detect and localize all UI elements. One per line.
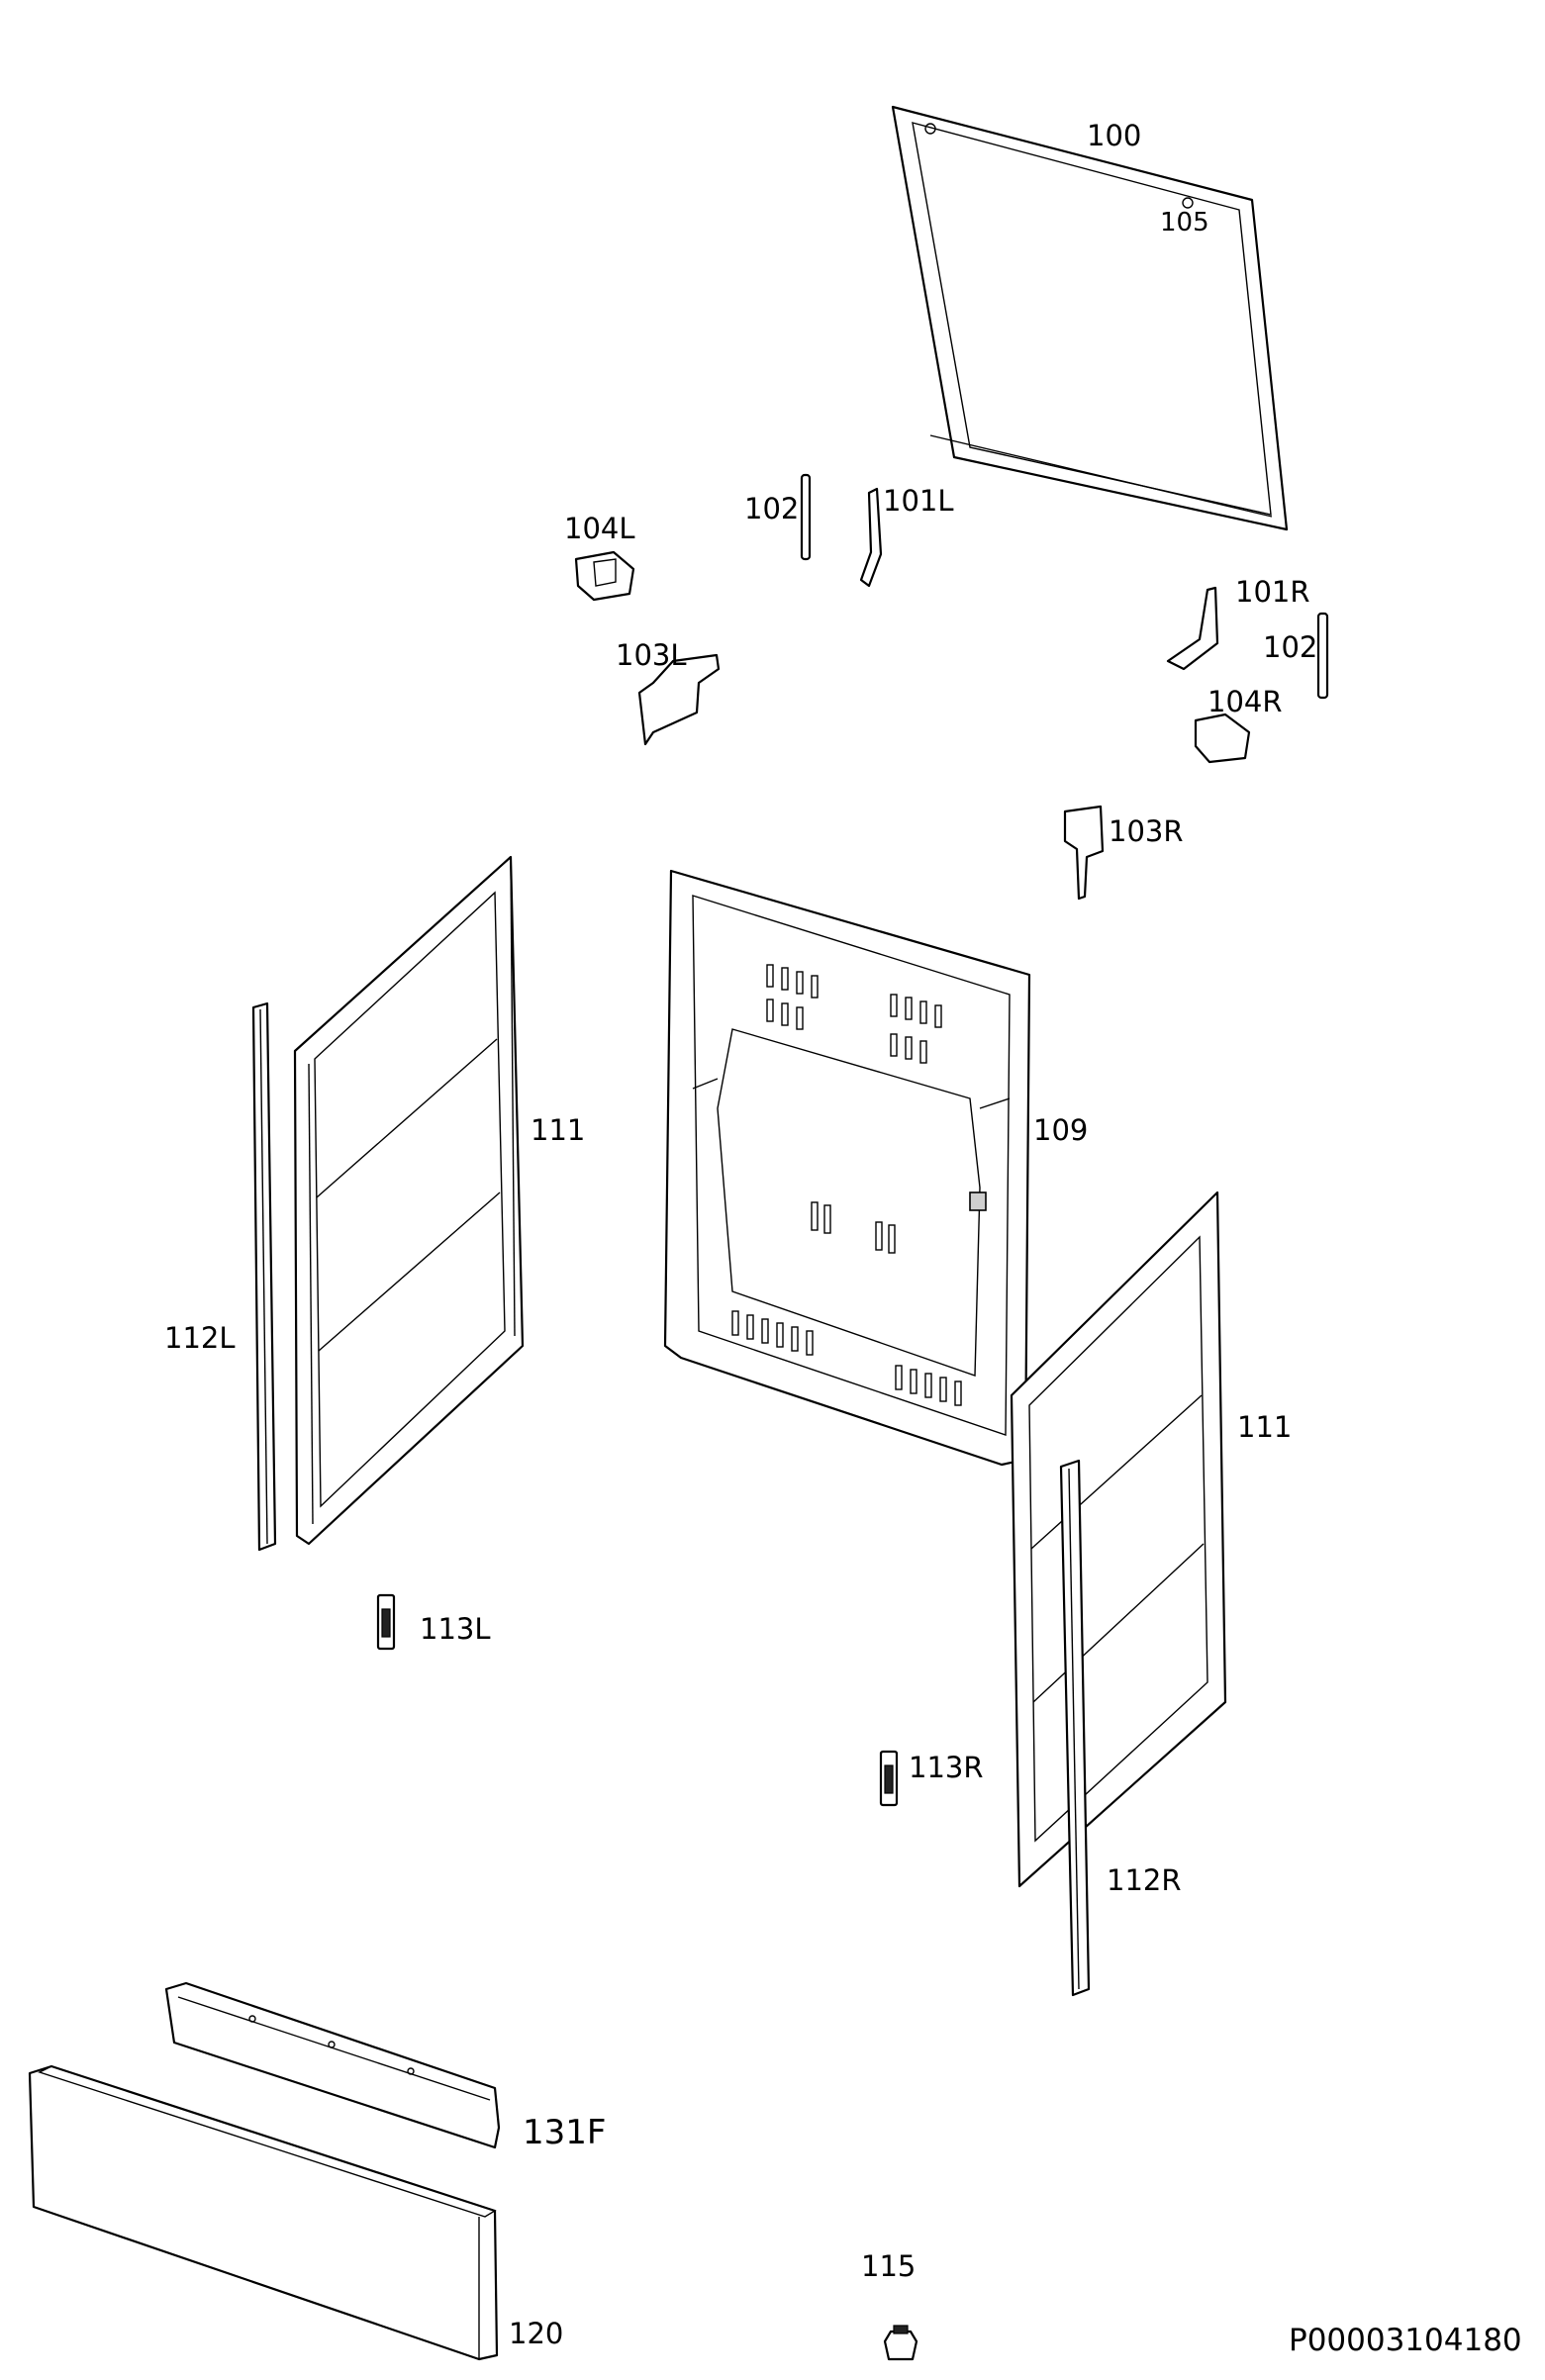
part-131F-front-rail: [164, 1981, 501, 2149]
part-112L-trim-strip: [251, 1001, 277, 1552]
label-111-left: 111: [531, 1113, 586, 1147]
label-112R: 112R: [1107, 1863, 1182, 1897]
part-103L-bracket: [637, 653, 721, 746]
label-104R: 104R: [1207, 685, 1283, 718]
part-111-left-side-panel: [293, 855, 525, 1546]
part-115-foot: [883, 2325, 918, 2361]
label-101R: 101R: [1235, 575, 1310, 609]
reference-code: P00003104180: [1289, 2323, 1522, 2358]
label-103L: 103L: [616, 638, 687, 672]
part-102-left-pin: [800, 473, 812, 561]
label-102-left: 102: [744, 492, 800, 525]
label-115: 115: [861, 2249, 917, 2283]
part-113L-latch: [376, 1593, 396, 1651]
part-104R-block: [1194, 713, 1251, 764]
label-131F: 131F: [523, 2113, 607, 2152]
part-103R-bracket: [1063, 805, 1105, 901]
vent-slots-top: [766, 964, 942, 1064]
label-120: 120: [509, 2317, 564, 2350]
part-113R-latch: [879, 1750, 899, 1807]
label-109: 109: [1033, 1113, 1089, 1147]
label-111-right: 111: [1237, 1410, 1293, 1444]
part-111-right-side-panel: [1010, 1190, 1227, 1888]
part-101R-hinge: [1166, 586, 1219, 671]
label-102-right: 102: [1263, 630, 1318, 664]
part-100-top-panel: [891, 105, 1289, 531]
label-105: 105: [1160, 208, 1209, 238]
label-103R: 103R: [1109, 814, 1184, 848]
part-102-right-pin: [1316, 612, 1329, 700]
part-104L-block: [574, 550, 635, 602]
part-112R-trim-strip: [1059, 1459, 1091, 1997]
part-109-back-panel: [663, 869, 1031, 1467]
label-113L: 113L: [420, 1612, 491, 1646]
label-100: 100: [1087, 119, 1142, 152]
label-112L: 112L: [164, 1321, 236, 1355]
label-104L: 104L: [564, 512, 635, 545]
vent-slots-middle: [811, 1201, 896, 1254]
label-113R: 113R: [909, 1751, 984, 1784]
part-120-kick-plate: [28, 2064, 499, 2361]
vent-slots-bottom: [731, 1310, 962, 1406]
part-101L-hinge: [859, 487, 883, 588]
label-101L: 101L: [883, 484, 954, 518]
